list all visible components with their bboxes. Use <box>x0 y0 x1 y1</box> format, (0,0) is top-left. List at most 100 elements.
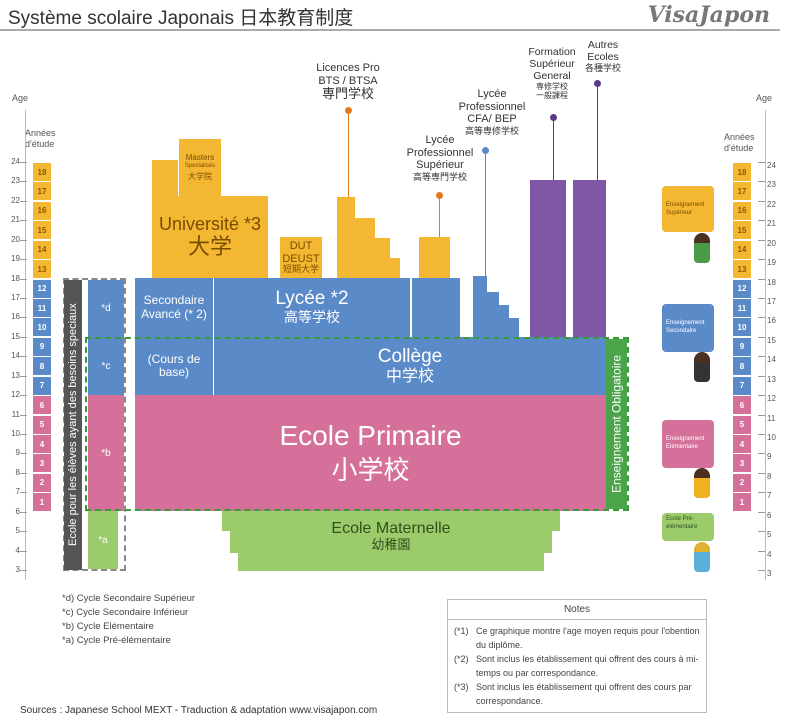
note-item: (*1) Ce graphique montre l'age moyen requ… <box>454 624 700 652</box>
age-tick <box>20 511 27 513</box>
callout-line: Lycée <box>477 88 507 100</box>
age-tick-label: 11 <box>767 413 776 423</box>
note-text: Ce graphique montre l'age moyen requis p… <box>476 626 700 650</box>
callout-line: Professionnel <box>458 100 526 113</box>
age-tick <box>20 453 27 455</box>
cycle-c-block: *c <box>88 337 124 395</box>
age-tick-label: 6 <box>767 510 772 520</box>
age-tick <box>758 162 765 163</box>
note-key: (*1) <box>454 626 469 636</box>
student-icon <box>694 352 710 382</box>
age-tick-label: 10 <box>11 429 20 439</box>
autres-line <box>597 83 598 180</box>
notes-list: (*1) Ce graphique montre l'age moyen requ… <box>448 620 706 712</box>
note-item: (*3) Sont inclus les établissement qui of… <box>454 680 700 708</box>
age-tick <box>20 414 27 416</box>
secondaire-avance-label: Secondaire <box>143 293 205 308</box>
age-tick <box>20 492 27 494</box>
universite-label: Université *3 <box>158 214 262 234</box>
age-tick-label: 16 <box>767 316 776 326</box>
maternelle-label-jp: 幼稚園 <box>371 536 411 552</box>
study-year-16: 16 <box>733 201 751 220</box>
lycee-label: Lycée *2 <box>275 288 349 310</box>
page-title: Système scolaire Japonais 日本教育制度 <box>8 8 354 29</box>
age-tick <box>758 375 765 377</box>
note-text: Sont inclus les établissement qui offren… <box>476 682 692 706</box>
age-tick <box>758 570 765 572</box>
study-year-10: 10 <box>733 318 751 337</box>
study-year-14: 14 <box>33 240 51 259</box>
age-tick <box>758 434 765 436</box>
age-tick-label: 8 <box>15 467 20 477</box>
age-tick <box>758 220 765 222</box>
callout-line: Licences Pro <box>316 62 380 74</box>
study-year-15: 15 <box>33 221 51 240</box>
study-year-12: 12 <box>733 279 751 298</box>
formation-superieur-block <box>530 180 566 337</box>
age-tick-label: 11 <box>11 409 20 419</box>
licences-step <box>355 218 375 278</box>
college-label-jp: 中学校 <box>385 367 434 385</box>
callout-line: 一般課程 <box>536 91 568 101</box>
lycee-label-jp: 高等学校 <box>284 309 340 326</box>
age-tick-label: 21 <box>767 219 776 229</box>
study-year-7: 7 <box>733 376 751 395</box>
cycle-d-block: *d <box>88 280 124 337</box>
sources-footer: Sources : Japanese School MEXT - Traduct… <box>20 705 378 716</box>
study-year-9: 9 <box>33 337 51 356</box>
age-tick-label: 7 <box>767 491 772 501</box>
maternelle-step <box>238 553 544 571</box>
age-tick-label: 18 <box>767 277 776 287</box>
age-tick <box>758 492 765 494</box>
age-tick <box>758 259 765 261</box>
licences-step <box>337 197 355 278</box>
age-tick-label: 23 <box>11 176 20 186</box>
age-tick-label: 4 <box>767 549 772 559</box>
cours-de-base-label: (Cours de <box>147 351 201 366</box>
callout-line: BTS / BTSA <box>318 74 378 87</box>
age-tick-label: 14 <box>767 355 776 365</box>
age-tick-label: 5 <box>767 530 772 540</box>
cfa-step <box>509 318 519 337</box>
age-tick-label: 19 <box>767 258 776 268</box>
age-tick <box>758 511 765 513</box>
student-icon <box>694 542 710 572</box>
study-year-18: 18 <box>33 163 51 181</box>
study-year-1: 1 <box>33 493 51 512</box>
age-tick <box>20 356 27 358</box>
age-tick-label: 12 <box>11 390 20 400</box>
study-year-5: 5 <box>33 415 51 434</box>
age-tick <box>758 317 765 319</box>
years-label-line: d'étude <box>25 138 55 149</box>
cfa-step <box>487 292 499 337</box>
licences-line <box>348 110 349 197</box>
callout-line: Ecoles <box>587 51 619 64</box>
age-tick <box>20 162 27 163</box>
age-tick <box>20 531 27 533</box>
age-tick <box>758 356 765 358</box>
age-tick <box>20 220 27 222</box>
age-tick-label: 3 <box>15 565 20 575</box>
age-tick-label: 22 <box>767 199 776 209</box>
callout-line: Lycée <box>425 134 455 146</box>
study-year-14: 14 <box>733 240 751 259</box>
callout-line: Supérieur <box>529 58 575 71</box>
age-tick <box>758 550 765 552</box>
age-tick-label: 17 <box>11 293 20 302</box>
age-tick <box>20 259 27 261</box>
lycee-pro-block <box>412 278 460 337</box>
secondaire-avance-label: Avancé (* 2) <box>141 306 207 321</box>
age-axis-right <box>765 110 766 580</box>
compulsory-education-label: Enseignement Obligatoire <box>606 339 627 509</box>
callout-line: General <box>533 70 571 83</box>
note-text: Sont inclus les établissement qui offren… <box>476 654 699 678</box>
cfa-step <box>499 305 509 337</box>
legend-item: *b) Cycle Elémentaire <box>62 621 154 632</box>
note-key: (*3) <box>454 682 469 692</box>
